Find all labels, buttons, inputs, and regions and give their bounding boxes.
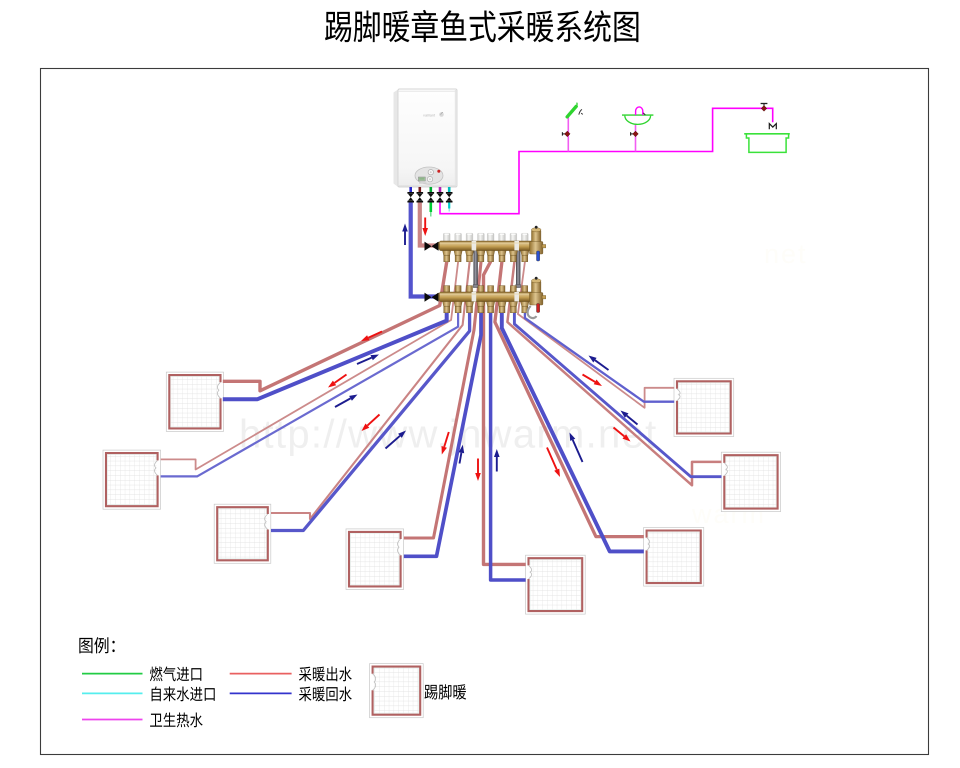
svg-text:net: net (764, 239, 808, 269)
svg-text:vaillant: vaillant (423, 113, 436, 118)
